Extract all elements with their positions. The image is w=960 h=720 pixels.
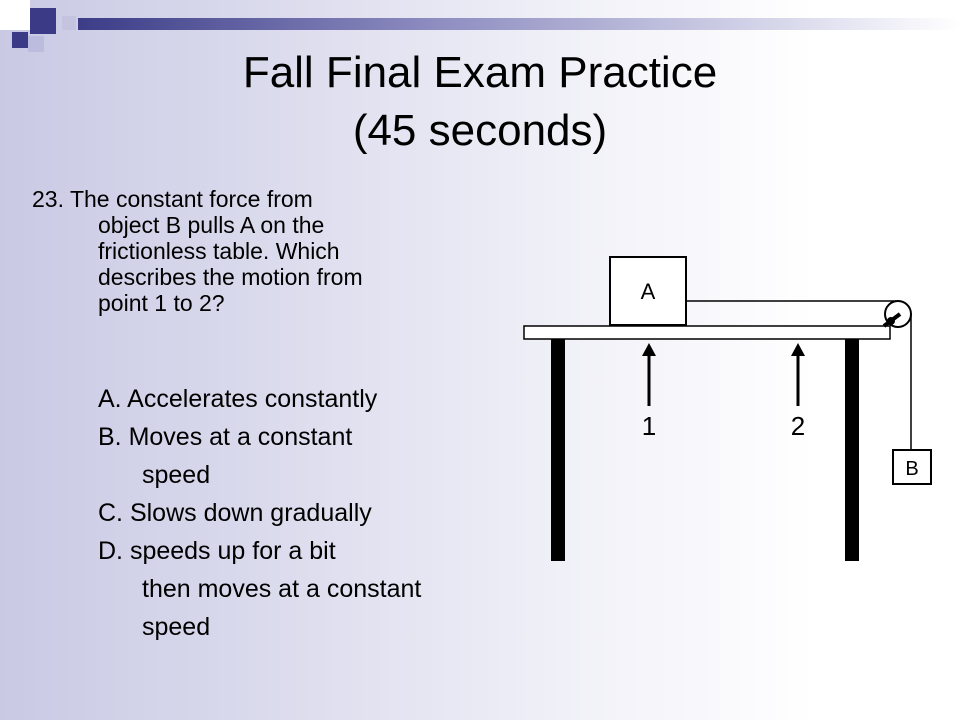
corner-square-lavender-small (62, 16, 76, 30)
title-line-1: Fall Final Exam Practice (242, 48, 718, 97)
table-top (523, 325, 891, 340)
title-accent-bar (78, 18, 960, 30)
question-stem: 23. The constant force from object B pul… (32, 186, 512, 316)
title-line-2: (45 seconds) (352, 106, 608, 155)
option-d-continued: then moves at a constant (142, 575, 422, 603)
block-a-label: A (641, 279, 656, 304)
corner-square-white (0, 0, 30, 30)
block-b (892, 449, 932, 485)
point-1-label: 1 (642, 411, 656, 441)
option-d-continued: speed (142, 613, 211, 641)
table-pulley-diagram: A B 1 2 (523, 256, 932, 561)
corner-square-lavender (28, 36, 44, 52)
option-b: B. Moves at a constant (98, 423, 353, 451)
slide-title: Fall Final Exam Practice (45 seconds) (150, 44, 810, 160)
question-line: frictionless table. Which (98, 238, 340, 264)
pulley-axle (887, 317, 895, 325)
option-c: C. Slows down gradually (98, 499, 372, 527)
option-a: A. Accelerates constantly (98, 385, 378, 413)
question-line: 23. The constant force from (32, 186, 313, 212)
point-2-arrow-head (791, 343, 805, 356)
table-leg-right (845, 339, 859, 561)
point-1-arrow-head (642, 343, 656, 356)
question-line: point 1 to 2? (98, 290, 225, 316)
block-b-label: B (905, 458, 918, 480)
question-line: object B pulls A on the (98, 212, 325, 238)
option-b-continued: speed (142, 461, 211, 489)
answer-options: A. Accelerates constantly B. Moves at a … (98, 380, 528, 646)
block-a (609, 256, 687, 326)
point-2-label: 2 (791, 411, 805, 441)
question-line: describes the motion from (98, 264, 363, 290)
option-d: D. speeds up for a bit (98, 537, 336, 565)
table-leg-left (551, 339, 565, 561)
corner-square-navy-small (12, 32, 28, 48)
corner-square-navy (30, 8, 56, 34)
